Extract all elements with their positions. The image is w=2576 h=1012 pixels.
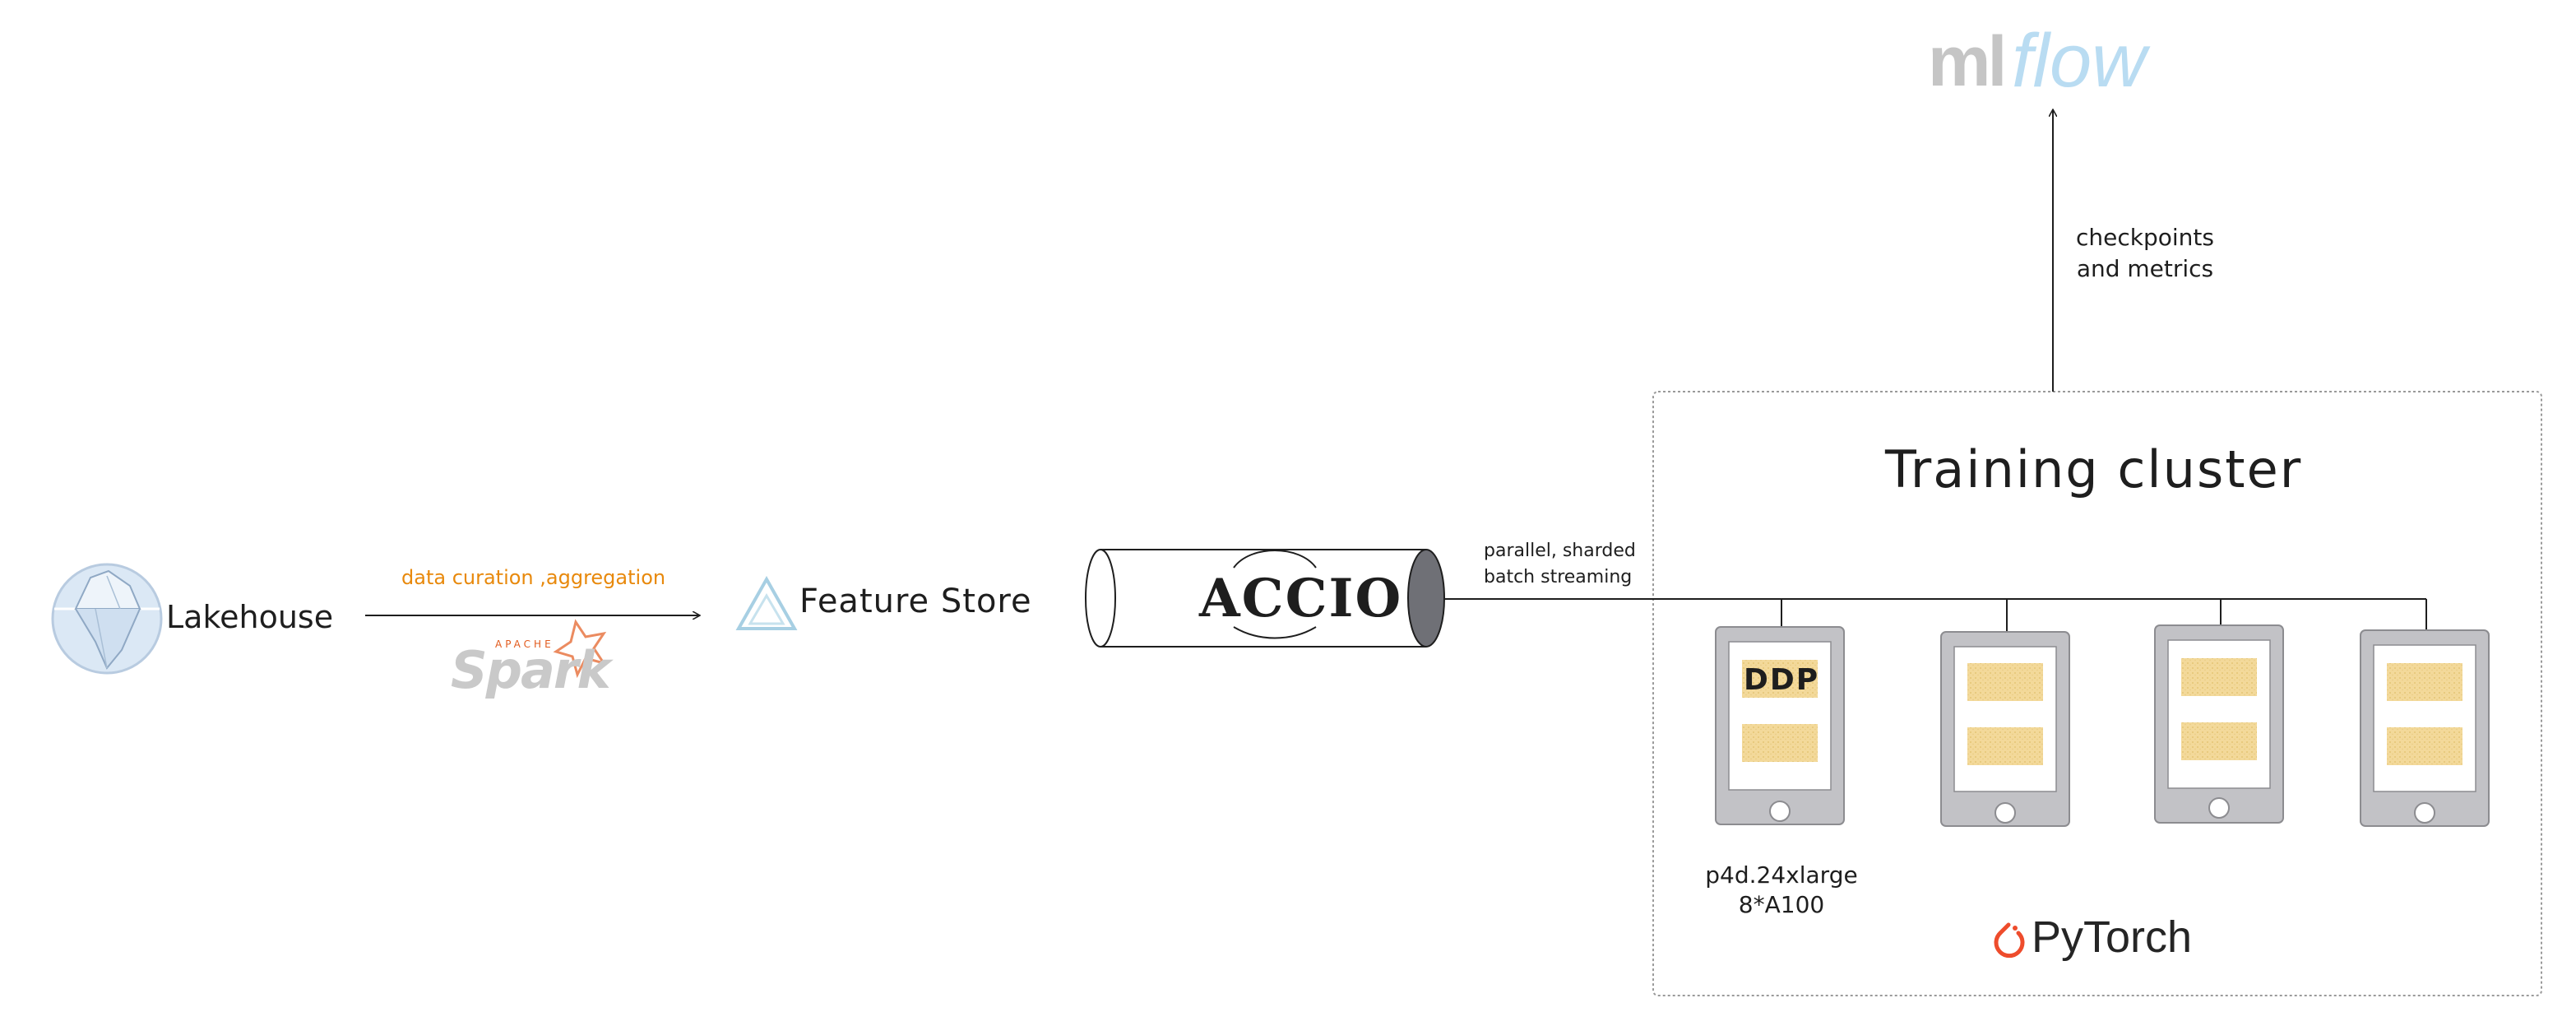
training-cluster-box xyxy=(1652,391,2542,996)
gpu-device-3 xyxy=(2154,624,2284,824)
checkpoints-label-text: checkpoints and metrics xyxy=(2076,224,2214,282)
lakehouse-label: Lakehouse xyxy=(166,599,334,635)
checkpoints-label: checkpoints and metrics xyxy=(2076,222,2214,285)
gpu-device-4 xyxy=(2360,629,2490,827)
instance-type-text: p4d.24xlarge 8*A100 xyxy=(1705,861,1858,918)
gpu-device-2 xyxy=(1940,631,2070,827)
spark-logo-text: Spark xyxy=(451,640,611,700)
feature-store-label: Feature Store xyxy=(799,583,1032,620)
streaming-label-text: parallel, sharded batch streaming xyxy=(1484,541,1636,587)
streaming-label: parallel, sharded batch streaming xyxy=(1484,538,1636,591)
training-cluster-title: Training cluster xyxy=(1885,439,2303,499)
data-curation-label: data curation ,aggregation xyxy=(401,566,666,589)
feature-store-logo-icon xyxy=(735,575,798,630)
pytorch-logo-text: PyTorch xyxy=(2032,912,2193,962)
gpu-device-1 xyxy=(1715,626,1845,825)
iceberg-icon xyxy=(51,563,163,675)
instance-type-label: p4d.24xlarge 8*A100 xyxy=(1703,861,1860,920)
mlflow-logo-ml: ml xyxy=(1928,22,2007,101)
pipe-cylinder-icon xyxy=(1085,549,1445,648)
apache-label: APACHE xyxy=(495,638,554,650)
ddp-label: DDP xyxy=(1744,663,1820,697)
mlflow-logo-flow: flow xyxy=(2012,19,2147,103)
accio-logo-text: ACCIO xyxy=(1199,568,1403,629)
spark-star-icon xyxy=(553,619,607,679)
pytorch-flame-icon xyxy=(1994,922,2025,959)
